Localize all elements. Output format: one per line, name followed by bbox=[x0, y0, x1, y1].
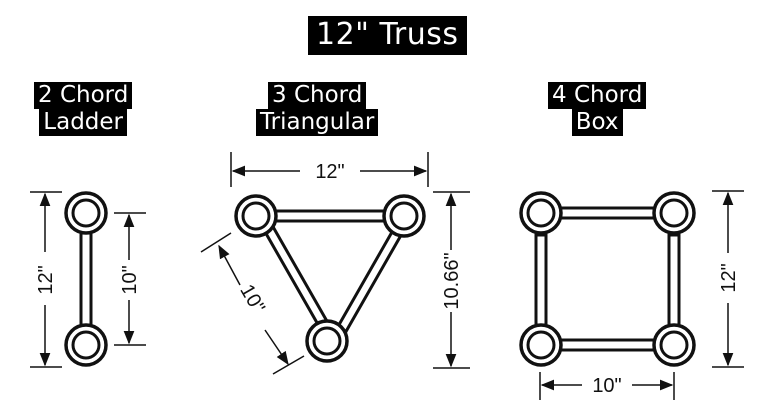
chord-tube bbox=[519, 191, 563, 235]
chord-tube bbox=[305, 319, 349, 363]
triangle-width-label: 12" bbox=[315, 161, 344, 183]
chord-tube bbox=[382, 194, 426, 238]
label-2-chord: 2 Chord Ladder bbox=[34, 82, 133, 136]
label-4-chord-line2: Box bbox=[571, 109, 623, 136]
label-2-chord-line1: 2 Chord bbox=[34, 82, 133, 109]
ladder-strut bbox=[79, 226, 93, 330]
box-width-dimension bbox=[539, 372, 675, 400]
label-2-chord-line2: Ladder bbox=[39, 109, 128, 136]
triangle-struts bbox=[261, 209, 407, 338]
ladder-inner-dimension bbox=[114, 212, 146, 346]
triangle-width-dimension bbox=[230, 152, 429, 187]
label-4-chord: 4 Chord Box bbox=[548, 82, 647, 136]
chord-tube bbox=[519, 323, 563, 367]
chord-tube bbox=[64, 191, 108, 235]
ladder-inner-dim-label: 10" bbox=[119, 265, 141, 294]
triangle-height-label: 10.66" bbox=[441, 252, 463, 309]
box-height-label: 12" bbox=[718, 263, 740, 292]
chord-tube bbox=[64, 323, 108, 367]
triangle-side-label: 10" bbox=[235, 281, 269, 317]
chord-tube bbox=[652, 323, 696, 367]
page-title: 12" Truss bbox=[308, 16, 467, 55]
box-truss-diagram: 12" 10" bbox=[519, 190, 744, 400]
triangle-side-dimension bbox=[200, 232, 305, 375]
label-3-chord-line1: 3 Chord bbox=[268, 82, 367, 109]
chord-tube bbox=[234, 194, 278, 238]
ladder-truss-diagram: 12" 10" bbox=[30, 191, 146, 368]
ladder-outer-dim-label: 12" bbox=[35, 265, 57, 294]
label-3-chord-line2: Triangular bbox=[256, 109, 379, 136]
box-width-label: 10" bbox=[592, 375, 621, 397]
triangular-truss-diagram: 12" 10.66" 10" bbox=[200, 152, 470, 375]
triangle-height-dimension bbox=[433, 191, 470, 369]
box-struts bbox=[534, 206, 681, 352]
chord-tube bbox=[652, 191, 696, 235]
label-3-chord: 3 Chord Triangular bbox=[256, 82, 379, 136]
box-height-dimension bbox=[712, 190, 744, 368]
label-4-chord-line1: 4 Chord bbox=[548, 82, 647, 109]
ladder-outer-dimension bbox=[30, 191, 62, 368]
